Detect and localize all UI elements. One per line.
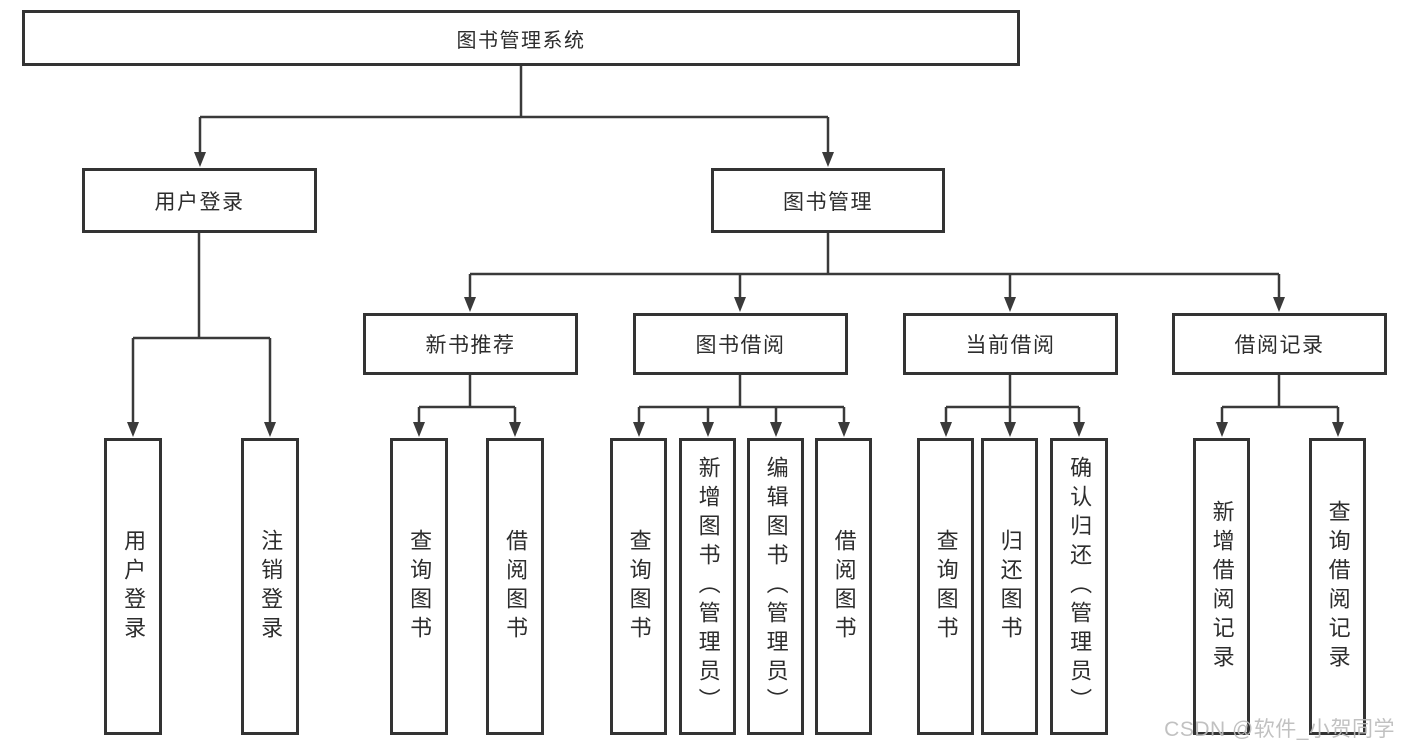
leaf-edit-books-admin: 编辑图书（管理员） — [747, 438, 804, 735]
leaf-add-borrow-record: 新增借阅记录 — [1193, 438, 1250, 735]
node-book-borrowing: 图书借阅 — [633, 313, 848, 375]
leaf-logout-login: 注销登录 — [241, 438, 299, 735]
leaf-confirm-return-admin: 确认归还（管理员） — [1050, 438, 1108, 735]
leaf-query-books-current: 查询图书 — [917, 438, 974, 735]
node-library-management-system: 图书管理系统 — [22, 10, 1020, 66]
leaf-add-books-admin: 新增图书（管理员） — [679, 438, 736, 735]
leaf-borrow-books: 借阅图书 — [815, 438, 872, 735]
node-book-management: 图书管理 — [711, 168, 945, 233]
node-borrowing-records: 借阅记录 — [1172, 313, 1387, 375]
leaf-query-borrow-record: 查询借阅记录 — [1309, 438, 1366, 735]
leaf-borrow-books-recommend: 借阅图书 — [486, 438, 544, 735]
leaf-query-books-borrow: 查询图书 — [610, 438, 667, 735]
node-new-book-recommendation: 新书推荐 — [363, 313, 578, 375]
node-user-login: 用户登录 — [82, 168, 317, 233]
leaf-query-books-recommend: 查询图书 — [390, 438, 448, 735]
leaf-return-books: 归还图书 — [981, 438, 1038, 735]
node-current-borrowing: 当前借阅 — [903, 313, 1118, 375]
watermark: CSDN @软件_小贺同学 — [1164, 718, 1395, 741]
leaf-user-login: 用户登录 — [104, 438, 162, 735]
